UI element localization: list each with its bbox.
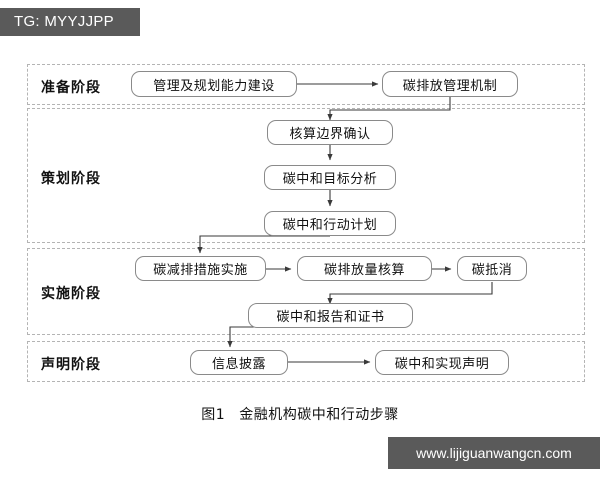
tg-tag-overlay: TG: MYYJJPP bbox=[0, 8, 140, 36]
node-carbon-neutral-report-certificate[interactable]: 碳中和报告和证书 bbox=[248, 303, 413, 328]
figure-caption-number: 图1 bbox=[201, 407, 226, 423]
figure-caption: 图1 金融机构碳中和行动步骤 bbox=[0, 404, 600, 424]
stage-label-declaration: 声明阶段 bbox=[41, 357, 101, 373]
node-carbon-offset[interactable]: 碳抵消 bbox=[457, 256, 527, 281]
stage-label-planning: 策划阶段 bbox=[41, 171, 101, 187]
node-management-planning-capacity[interactable]: 管理及规划能力建设 bbox=[131, 71, 297, 97]
node-carbon-neutral-action-plan[interactable]: 碳中和行动计划 bbox=[264, 211, 396, 236]
figure-caption-title: 金融机构碳中和行动步骤 bbox=[239, 407, 399, 423]
node-carbon-emission-management-mechanism[interactable]: 碳排放管理机制 bbox=[382, 71, 518, 97]
node-carbon-reduction-measures-implementation[interactable]: 碳减排措施实施 bbox=[135, 256, 266, 281]
stage-label-preparation: 准备阶段 bbox=[41, 80, 101, 96]
node-carbon-neutral-achievement-statement[interactable]: 碳中和实现声明 bbox=[375, 350, 509, 375]
watermark-overlay: www.lijiguanwangcn.com bbox=[388, 437, 600, 469]
node-carbon-emission-accounting[interactable]: 碳排放量核算 bbox=[297, 256, 432, 281]
node-accounting-boundary-confirmation[interactable]: 核算边界确认 bbox=[267, 120, 393, 145]
stage-container-preparation bbox=[27, 64, 585, 105]
node-carbon-neutral-goal-analysis[interactable]: 碳中和目标分析 bbox=[264, 165, 396, 190]
node-information-disclosure[interactable]: 信息披露 bbox=[190, 350, 288, 375]
stage-label-implementation: 实施阶段 bbox=[41, 286, 101, 302]
